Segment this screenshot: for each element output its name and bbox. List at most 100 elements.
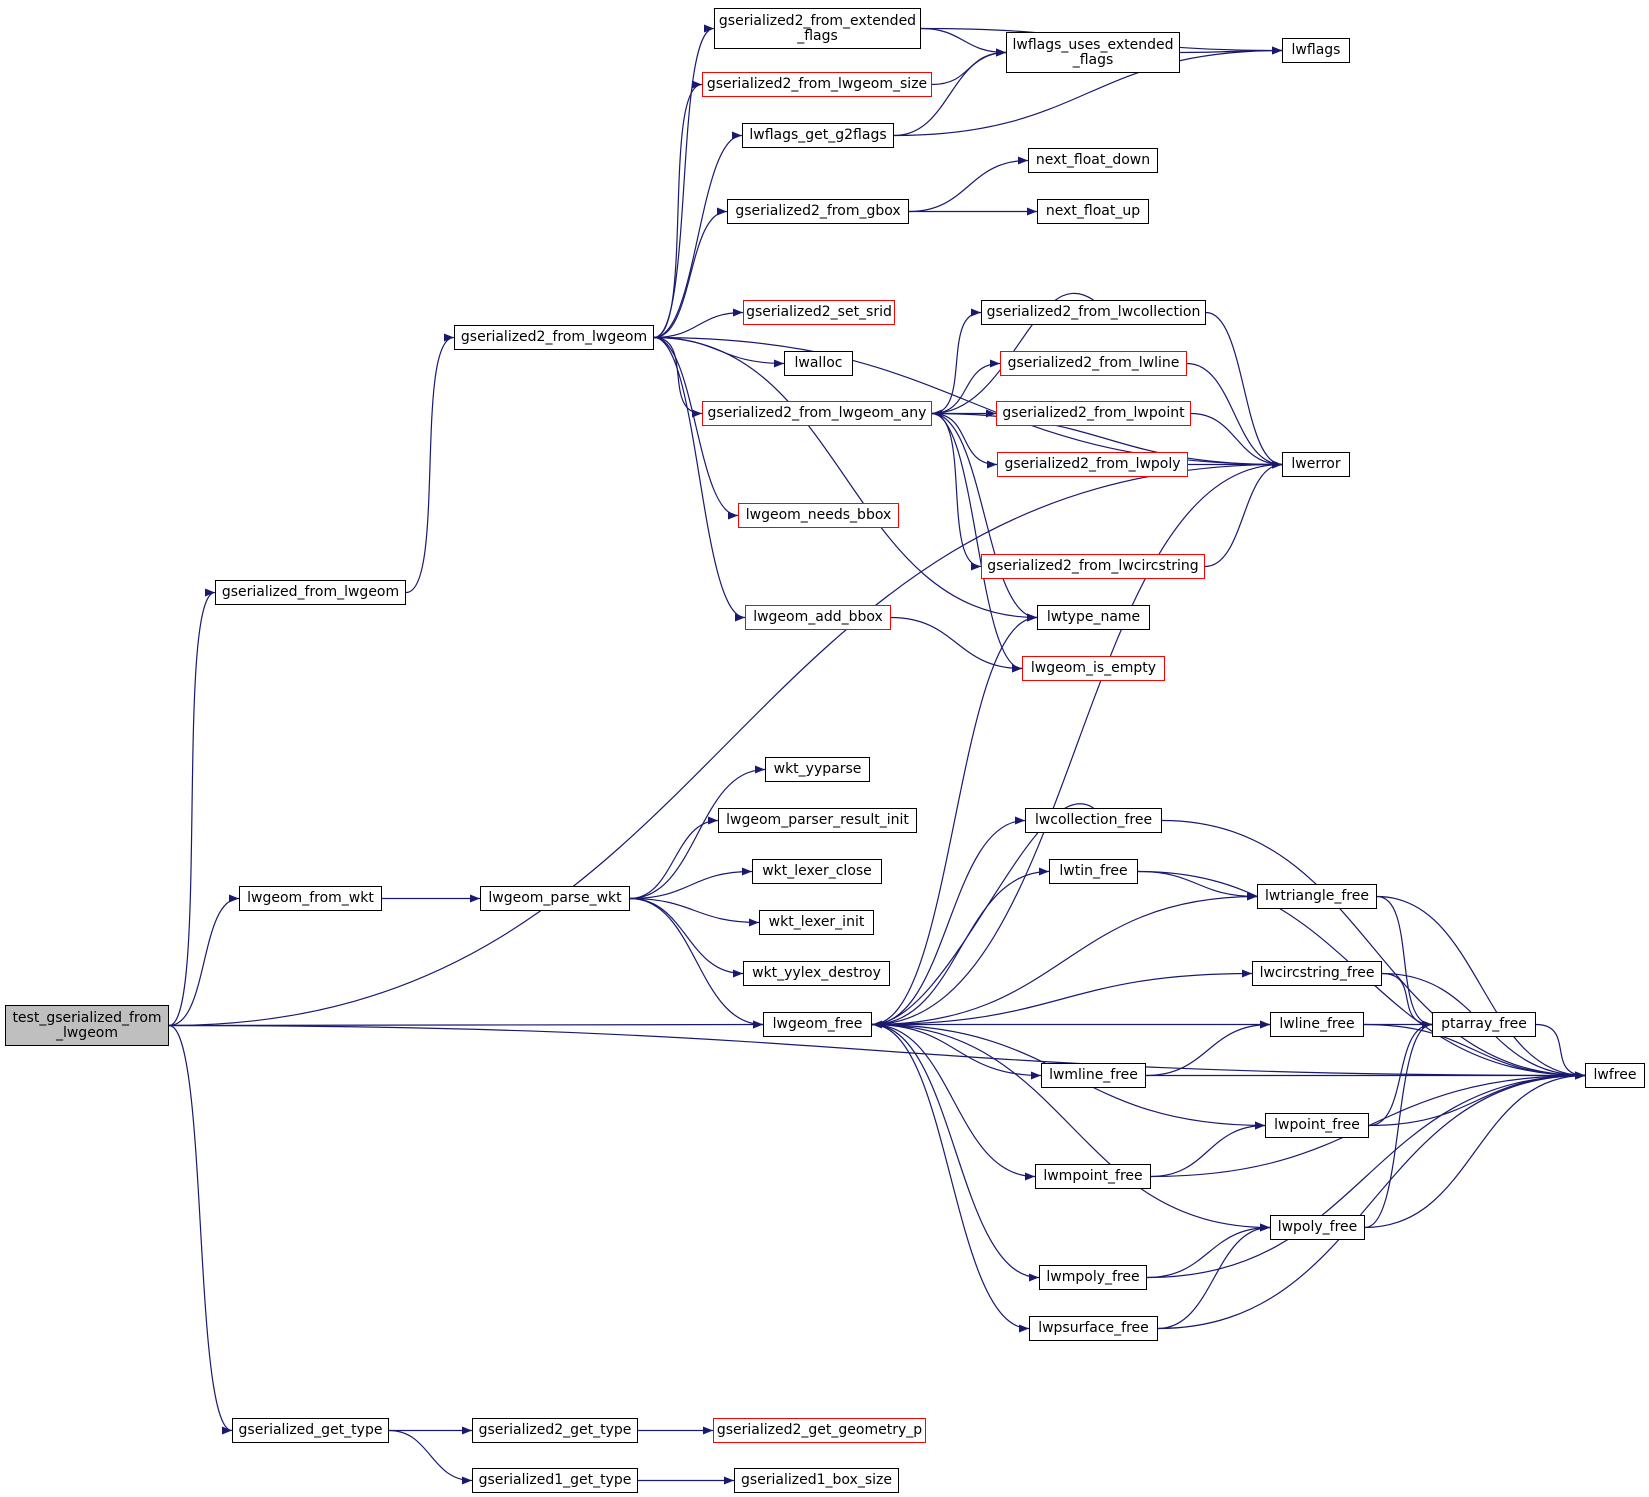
edge-root-to-lwfree (168, 1024, 1586, 1080)
edge-lwgeom_parse_wkt-to-wkt_yyparse (629, 765, 766, 900)
node-lwpoint-free[interactable]: lwpoint_free (1265, 1113, 1369, 1138)
edge-g2_from_lwcollection-to-g2_from_lwgeom_any (931, 292, 1094, 418)
node-g2-get-geometry-p[interactable]: gserialized2_get_geometry_p (713, 1418, 926, 1443)
edge-g2_from_lwgeom-to-lwtype_name (653, 336, 1038, 622)
edge-lwpsurface_free-to-lwfree (1157, 1071, 1586, 1330)
node-lwmline-free[interactable]: lwmline_free (1041, 1063, 1146, 1088)
edge-g2_from_lwgeom_any-to-g2_from_lwcollection (931, 308, 982, 415)
node-g1-get-type[interactable]: gserialized1_get_type (472, 1468, 638, 1493)
edge-lwcircstring_free-to-ptarray_free (1381, 972, 1433, 1029)
node-lwflags-uses-ext[interactable]: lwflags_uses_extended _flags (1006, 32, 1180, 73)
edge-lwline_free-to-lwfree (1363, 1023, 1586, 1080)
edge-g2_from_ext_flags-to-lwflags_uses_ext (920, 27, 1007, 57)
edge-g2_from_lwgeom-to-lwgeom_add_bbox (653, 336, 746, 622)
edge-lwgeom_parse_wkt-to-wkt_lexer_close (629, 867, 753, 900)
node-lwcircstring-free[interactable]: lwcircstring_free (1252, 961, 1382, 986)
node-ptarray-free[interactable]: ptarray_free (1432, 1012, 1536, 1037)
node-lwalloc[interactable]: lwalloc (784, 351, 853, 376)
edge-g2_from_lwcircstring-to-lwerror (1204, 460, 1283, 568)
edge-lwgeom_free-to-lwcircstring_free (871, 969, 1253, 1026)
node-lwerror[interactable]: lwerror (1282, 452, 1350, 477)
node-g2-from-ext-flags[interactable]: gserialized2_from_extended _flags (714, 8, 921, 49)
edge-g2_from_lwgeom_any-to-lwtype_name (931, 412, 1038, 622)
edge-lwmpoint_free-to-lwpoint_free (1150, 1121, 1266, 1178)
node-lwgeom-parse-wkt[interactable]: lwgeom_parse_wkt (480, 886, 630, 911)
node-root: test_gserialized_from _lwgeom (5, 1005, 169, 1046)
node-lwline-free[interactable]: lwline_free (1270, 1012, 1364, 1037)
node-g2-get-type[interactable]: gserialized2_get_type (472, 1418, 638, 1443)
edge-g2_from_lwgeom-to-g2_from_lwgeom_size (653, 80, 703, 339)
node-next-float-down[interactable]: next_float_down (1028, 148, 1158, 173)
edge-lwgeom_free-to-lwmline_free (871, 1023, 1042, 1080)
node-lwflags[interactable]: lwflags (1282, 38, 1350, 63)
edge-lwgeom_free-to-lwtype_name (871, 613, 1038, 1026)
edge-root-to-lwerror (168, 460, 1283, 1027)
edge-lwgeom_free-to-lwtin_free (871, 867, 1050, 1026)
edge-gser_from_lwgeom-to-g2_from_lwgeom (405, 333, 455, 594)
edge-g2_from_lwpoint-to-lwerror (1190, 412, 1283, 469)
node-lwgeom-parser-result-init[interactable]: lwgeom_parser_result_init (718, 808, 917, 833)
edge-lwcollection_free-to-lwfree (1161, 819, 1586, 1080)
node-lwgeom-from-wkt[interactable]: lwgeom_from_wkt (239, 886, 382, 911)
edge-root-to-gser_from_lwgeom (168, 588, 216, 1027)
node-g1-box-size[interactable]: gserialized1_box_size (734, 1468, 899, 1493)
edge-g2_from_lwgeom-to-lwflags_get_g2flags (653, 131, 743, 339)
edge-lwgeom_parse_wkt-to-lwgeom_free (629, 897, 764, 1029)
edge-g2_from_lwgeom-to-g2_from_lwgeom_any (653, 336, 703, 418)
edge-lwpoint_free-to-ptarray_free (1368, 1020, 1433, 1127)
node-wkt-lexer-close[interactable]: wkt_lexer_close (752, 859, 882, 884)
node-lwcollection-free[interactable]: lwcollection_free (1025, 808, 1162, 833)
edge-lwmpoly_free-to-lwpoly_free (1146, 1223, 1271, 1279)
node-wkt-lexer-init[interactable]: wkt_lexer_init (759, 910, 874, 935)
node-lwpsurface-free[interactable]: lwpsurface_free (1029, 1316, 1158, 1341)
node-g2-from-lwcollection[interactable]: gserialized2_from_lwcollection (981, 300, 1206, 325)
node-g2-from-lwpoint[interactable]: gserialized2_from_lwpoint (996, 401, 1191, 426)
node-g2-from-lwgeom[interactable]: gserialized2_from_lwgeom (454, 325, 654, 350)
node-lwgeom-is-empty[interactable]: lwgeom_is_empty (1022, 656, 1165, 681)
edge-g2_from_lwgeom-to-lwgeom_needs_bbox (653, 336, 739, 520)
edge-g2_from_lwgeom-to-g2_from_gbox (653, 207, 728, 339)
edge-g2_from_lwgeom_any-to-g2_from_lwpoly (931, 412, 998, 469)
node-lwmpoint-free[interactable]: lwmpoint_free (1035, 1164, 1151, 1189)
node-wkt-yylex-destroy[interactable]: wkt_yylex_destroy (743, 961, 890, 986)
edge-g2_from_gbox-to-next_float_down (908, 156, 1029, 213)
node-g2-set-srid[interactable]: gserialized2_set_srid (743, 300, 895, 325)
edge-lwcollection_free-to-lwgeom_free (871, 803, 1094, 1029)
node-g2-from-lwpoly[interactable]: gserialized2_from_lwpoly (997, 452, 1188, 477)
node-gser-from-lwgeom[interactable]: gserialized_from_lwgeom (215, 580, 406, 605)
edge-lwgeom_free-to-lwerror (871, 460, 1283, 1026)
node-next-float-up[interactable]: next_float_up (1037, 199, 1149, 224)
node-lwmpoly-free[interactable]: lwmpoly_free (1039, 1265, 1147, 1290)
node-g2-from-lwgeom-any[interactable]: gserialized2_from_lwgeom_any (702, 401, 932, 426)
edge-ptarray_free-to-lwfree (1535, 1023, 1586, 1080)
node-g2-from-lwcircstring[interactable]: gserialized2_from_lwcircstring (981, 554, 1205, 579)
node-lwtin-free[interactable]: lwtin_free (1049, 859, 1138, 884)
edge-g2_from_lwline-to-lwerror (1186, 362, 1283, 469)
node-g2-from-lwgeom-size[interactable]: gserialized2_from_lwgeom_size (702, 72, 932, 97)
node-g2-from-gbox[interactable]: gserialized2_from_gbox (727, 199, 909, 224)
node-lwgeom-needs-bbox[interactable]: lwgeom_needs_bbox (738, 503, 899, 528)
node-lwgeom-add-bbox[interactable]: lwgeom_add_bbox (745, 605, 891, 630)
node-lwpoly-free[interactable]: lwpoly_free (1270, 1215, 1365, 1240)
edge-g2_from_lwgeom_any-to-g2_from_lwline (931, 359, 1001, 415)
edge-lwgeom_free-to-lwmpoint_free (871, 1023, 1036, 1181)
edge-lwgeom_parse_wkt-to-wkt_lexer_init (629, 897, 760, 927)
edge-lwtriangle_free-to-lwfree (1376, 895, 1586, 1080)
node-lwtriangle-free[interactable]: lwtriangle_free (1257, 884, 1377, 909)
node-lwgeom-free[interactable]: lwgeom_free (763, 1012, 872, 1037)
node-lwtype-name[interactable]: lwtype_name (1037, 605, 1150, 630)
node-lwflags-get-g2flags[interactable]: lwflags_get_g2flags (742, 123, 894, 148)
edge-g2_from_lwgeom_any-to-lwgeom_is_empty (931, 412, 1023, 673)
node-gser-get-type[interactable]: gserialized_get_type (232, 1418, 389, 1443)
node-g2-from-lwline[interactable]: gserialized2_from_lwline (1000, 351, 1187, 376)
edge-lwgeom_free-to-lwpoly_free (871, 1023, 1271, 1232)
edge-g2_from_lwgeom_any-to-lwerror (931, 412, 1283, 469)
edge-lwgeom_free-to-lwmpoly_free (871, 1023, 1040, 1282)
edge-lwmline_free-to-lwline_free (1145, 1020, 1271, 1077)
edge-lwtriangle_free-to-ptarray_free (1376, 895, 1433, 1029)
node-lwfree[interactable]: lwfree (1585, 1063, 1645, 1088)
edge-gser_get_type-to-g1_get_type (388, 1429, 473, 1485)
node-wkt-yyparse[interactable]: wkt_yyparse (765, 757, 870, 782)
edge-lwmpoly_free-to-lwfree (1146, 1071, 1586, 1279)
edge-g2_from_lwgeom-to-g2_set_srid (653, 308, 744, 339)
